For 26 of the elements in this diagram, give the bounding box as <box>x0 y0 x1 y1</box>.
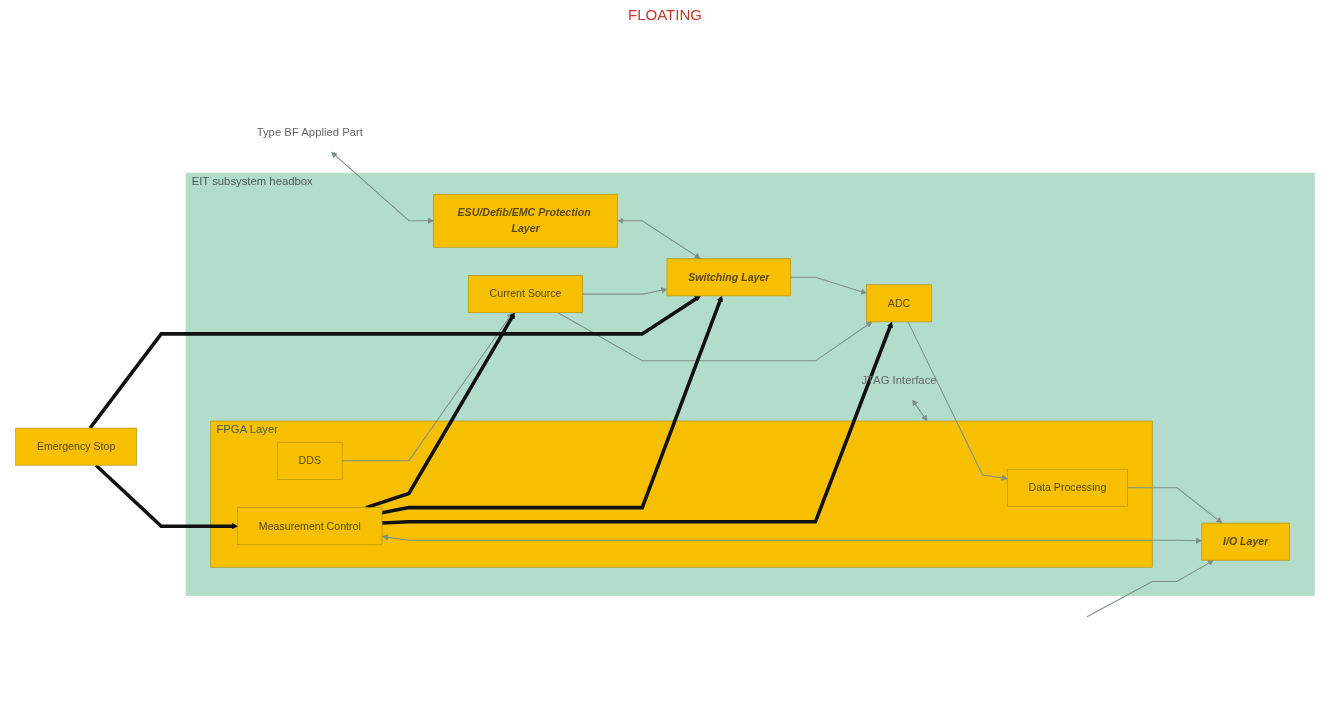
arrow <box>582 287 668 295</box>
arrow <box>1086 560 1214 618</box>
arrow <box>88 295 701 430</box>
node-text: Type BF Applied Part <box>256 126 363 139</box>
node-box: Data Processing <box>1006 469 1128 507</box>
arrow <box>1127 487 1223 524</box>
node-box: I/O Layer <box>1201 522 1290 561</box>
arrow <box>381 295 723 515</box>
arrow <box>790 277 867 295</box>
arrow <box>382 534 1203 544</box>
node-box: ADC <box>866 284 932 323</box>
node-box: ESU/Defib/EMC Protection Layer <box>433 194 618 248</box>
arrow <box>907 321 1008 482</box>
arrow <box>557 312 873 362</box>
node-box: Measurement Control <box>237 507 383 546</box>
node-box: DDS <box>277 442 343 480</box>
arrow <box>331 151 434 225</box>
arrow <box>341 312 513 462</box>
arrow <box>94 464 238 530</box>
arrow <box>381 321 893 525</box>
node-box: Switching Layer <box>666 258 792 297</box>
node-box: Current Source <box>468 275 584 314</box>
node-box: Emergency Stop <box>15 427 137 466</box>
arrow <box>912 399 928 422</box>
note-text: FLOATING <box>628 6 702 23</box>
arrow <box>617 217 701 260</box>
